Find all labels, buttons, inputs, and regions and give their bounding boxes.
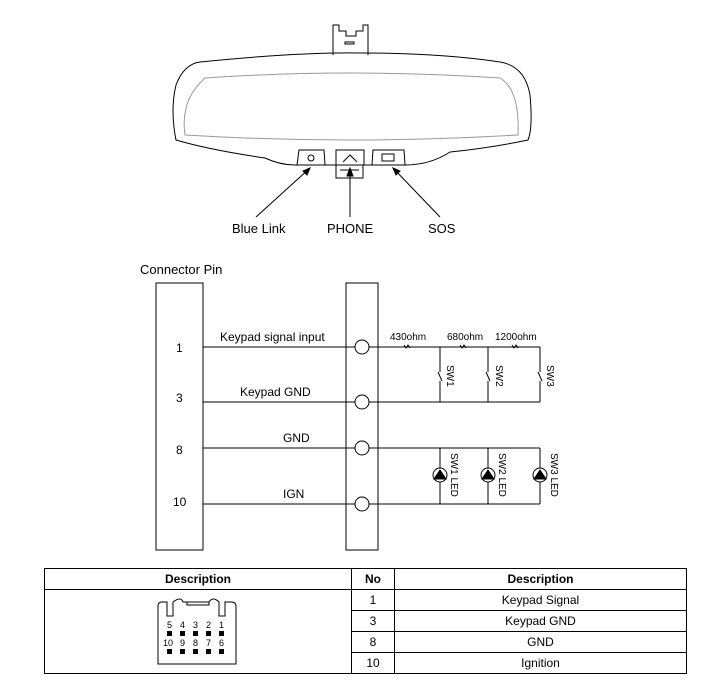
- pin-label: 8: [193, 638, 198, 648]
- connector-face: 5 4 3 2 1 10 9 8 7 6: [44, 589, 352, 674]
- led-sw1: SW1 LED: [448, 453, 459, 497]
- row-no: 3: [351, 610, 395, 632]
- led-sw2: SW2 LED: [496, 453, 507, 497]
- header-description: Description: [44, 568, 352, 590]
- pin-10: 10: [173, 495, 187, 509]
- pin-label: 2: [206, 620, 211, 630]
- pin-label: 10: [163, 638, 173, 648]
- label-blue-link: Blue Link: [232, 221, 286, 236]
- wiring: [203, 339, 548, 512]
- pin-label: 9: [180, 638, 185, 648]
- wire-label-3: Keypad GND: [240, 385, 311, 399]
- pin-table: Description No Description 5 4 3 2 1 10 …: [44, 568, 687, 674]
- keypad-box: [345, 282, 379, 551]
- wire-label-1: Keypad signal input: [220, 330, 325, 344]
- switch-sw1: SW1: [444, 365, 455, 387]
- led-sw3: SW3 LED: [548, 453, 559, 497]
- wire-label-10: IGN: [283, 487, 304, 501]
- pin-label: 4: [180, 620, 185, 630]
- row-desc: Ignition: [394, 652, 687, 674]
- row-desc: Keypad GND: [394, 610, 687, 632]
- pin-label: 3: [193, 620, 198, 630]
- pin-label: 7: [206, 638, 211, 648]
- row-desc: GND: [394, 631, 687, 653]
- label-sos: SOS: [428, 221, 456, 236]
- switch-sw2: SW2: [493, 365, 504, 387]
- row-no: 1: [351, 589, 395, 611]
- pin-label: 1: [219, 620, 224, 630]
- wire-label-8: GND: [283, 431, 310, 445]
- label-phone: PHONE: [327, 221, 374, 236]
- resistor-680: 680ohm: [447, 332, 483, 343]
- row-no: 10: [351, 652, 395, 674]
- resistor-430: 430ohm: [390, 332, 426, 343]
- resistor-1200: 1200ohm: [495, 332, 537, 343]
- connector-box: [155, 282, 204, 551]
- pin-3: 3: [176, 391, 183, 405]
- pin-1: 1: [176, 341, 183, 355]
- switch-sw3: SW3: [544, 365, 555, 387]
- mirror-illustration: [172, 24, 532, 218]
- row-no: 8: [351, 631, 395, 653]
- pin-label: 5: [167, 620, 172, 630]
- connector-title: Connector Pin: [140, 262, 222, 277]
- pin-8: 8: [176, 443, 183, 457]
- pin-label: 6: [219, 638, 224, 648]
- header-no: No: [351, 568, 395, 590]
- header-description-2: Description: [394, 568, 687, 590]
- row-desc: Keypad Signal: [394, 589, 687, 611]
